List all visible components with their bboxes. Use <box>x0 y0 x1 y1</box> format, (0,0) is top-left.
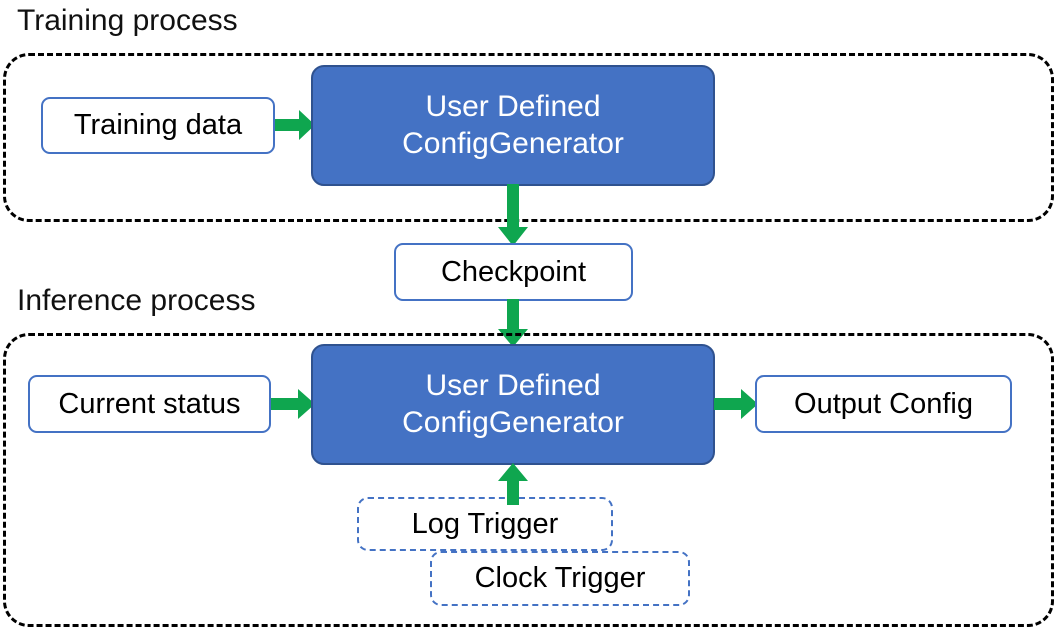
arrow-current-status-to-generator <box>271 387 315 421</box>
node-user-defined-configgenerator-inference[interactable]: User Defined ConfigGenerator <box>311 344 715 465</box>
node-current-status[interactable]: Current status <box>28 375 271 433</box>
training-process-group <box>3 53 1054 222</box>
arrow-triggers-to-generator <box>496 463 530 505</box>
generator-label-line2: ConfigGenerator <box>402 126 624 160</box>
node-clock-trigger[interactable]: Clock Trigger <box>430 551 690 606</box>
node-log-trigger[interactable]: Log Trigger <box>357 497 613 551</box>
generator-label-line1: User Defined <box>425 89 601 123</box>
arrow-generator-to-checkpoint <box>496 184 530 246</box>
inference-process-group <box>3 333 1054 627</box>
arrow-generator-to-output-config <box>714 387 758 421</box>
node-output-config[interactable]: Output Config <box>755 375 1012 433</box>
node-user-defined-configgenerator-training[interactable]: User Defined ConfigGenerator <box>311 65 715 186</box>
generator-label-line1: User Defined <box>425 368 601 402</box>
inference-process-title: Inference process <box>17 284 256 317</box>
generator-label-line2: ConfigGenerator <box>402 405 624 439</box>
node-checkpoint[interactable]: Checkpoint <box>394 243 633 301</box>
training-process-title: Training process <box>17 4 238 37</box>
arrow-training-data-to-generator <box>275 108 315 142</box>
node-training-data[interactable]: Training data <box>41 97 275 154</box>
